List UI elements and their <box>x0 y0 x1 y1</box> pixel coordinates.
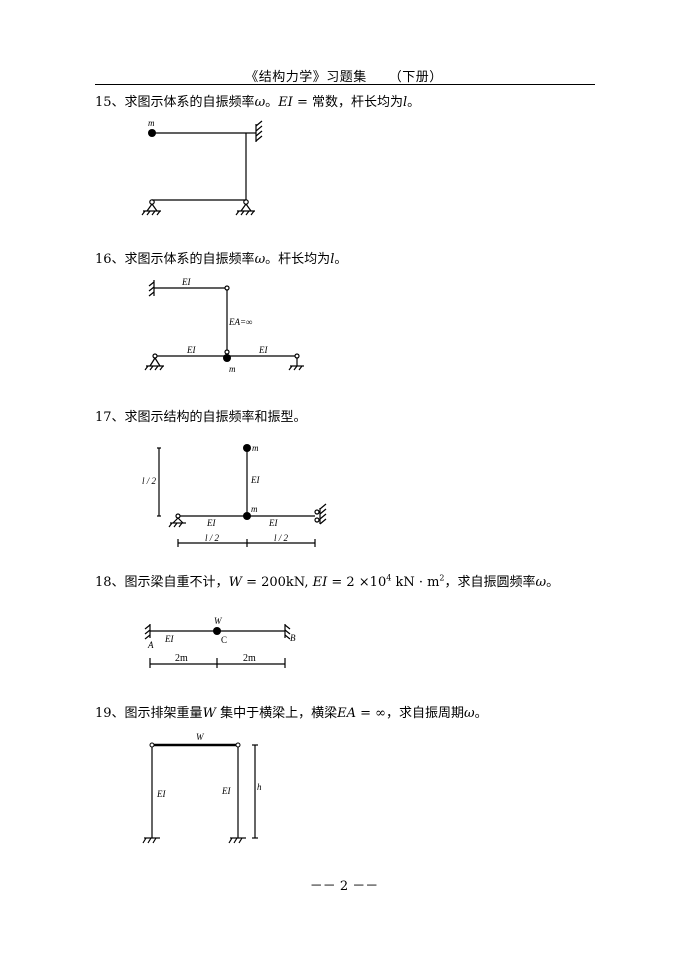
mass-top-label: m <box>252 443 259 453</box>
dim-height-label: l / 2 <box>142 476 157 486</box>
point-b-label: B <box>290 633 296 643</box>
weight-label: W <box>214 616 223 626</box>
mass-point <box>148 129 156 137</box>
mass-label: m <box>229 364 236 374</box>
problem-number: 16、 <box>95 252 125 267</box>
weight-label: W <box>196 732 205 742</box>
ea-label: EA=∞ <box>228 317 252 327</box>
mass-label: m <box>148 118 155 128</box>
problem-number: 17、 <box>95 410 125 425</box>
dim-right-label: 2m <box>243 653 256 664</box>
dim-left-label: 2m <box>175 653 188 664</box>
ei-right-label: EI <box>221 786 231 796</box>
volume-label: （下册） <box>388 70 443 85</box>
height-label: h <box>257 782 262 792</box>
mass-mid-label: m <box>251 504 258 514</box>
figure-17: m m EI EI EI l / 2 l / 2 l / 2 <box>142 443 327 547</box>
problem-16: 16、求图示体系的自振频率ω。杆长均为l。 <box>95 252 348 267</box>
mass-mid <box>243 512 251 520</box>
dim-left-label: l / 2 <box>205 533 220 543</box>
book-title: 《结构力学》习题集 <box>245 70 367 85</box>
mass-top <box>243 444 251 452</box>
mass-point <box>223 354 231 362</box>
ei-right-label: EI <box>258 345 268 355</box>
page-header: 《结构力学》习题集 （下册） <box>0 66 688 85</box>
page-number: －－ 2 －－ <box>309 879 379 894</box>
problem-number: 15、 <box>95 95 125 110</box>
figure-16: EI EA=∞ EI EI m <box>144 277 304 374</box>
header-rule <box>95 84 595 85</box>
ei-left-label: EI <box>186 345 196 355</box>
problem-18: 18、图示梁自重不计，W = 200kN, EI = 2 ×104 kN · m… <box>95 573 560 590</box>
weight-point <box>213 627 221 635</box>
figure-18: W EI A C B 2m 2m <box>144 616 296 668</box>
point-a-label: A <box>147 640 154 650</box>
ei-column-label: EI <box>250 475 260 485</box>
problem-19: 19、图示排架重量W 集中于横梁上，横梁EA = ∞，求自振周期ω。 <box>95 706 488 721</box>
problem-number: 19、 <box>95 706 125 721</box>
ei-top-label: EI <box>181 277 191 287</box>
problem-17: 17、求图示结构的自振频率和振型。 <box>95 410 307 425</box>
problem-number: 18、 <box>95 575 125 590</box>
figure-15: m <box>141 118 263 216</box>
ei-right-label: EI <box>268 518 278 528</box>
ei-left-label: EI <box>206 518 216 528</box>
problem-15: 15、求图示体系的自振频率ω。EI = 常数，杆长均为l。 <box>95 95 421 110</box>
dim-right-label: l / 2 <box>274 533 289 543</box>
ei-left-label: EI <box>156 789 166 799</box>
ei-label: EI <box>164 634 174 644</box>
point-c-label: C <box>221 635 227 645</box>
figure-19: W EI EI h <box>142 732 262 844</box>
